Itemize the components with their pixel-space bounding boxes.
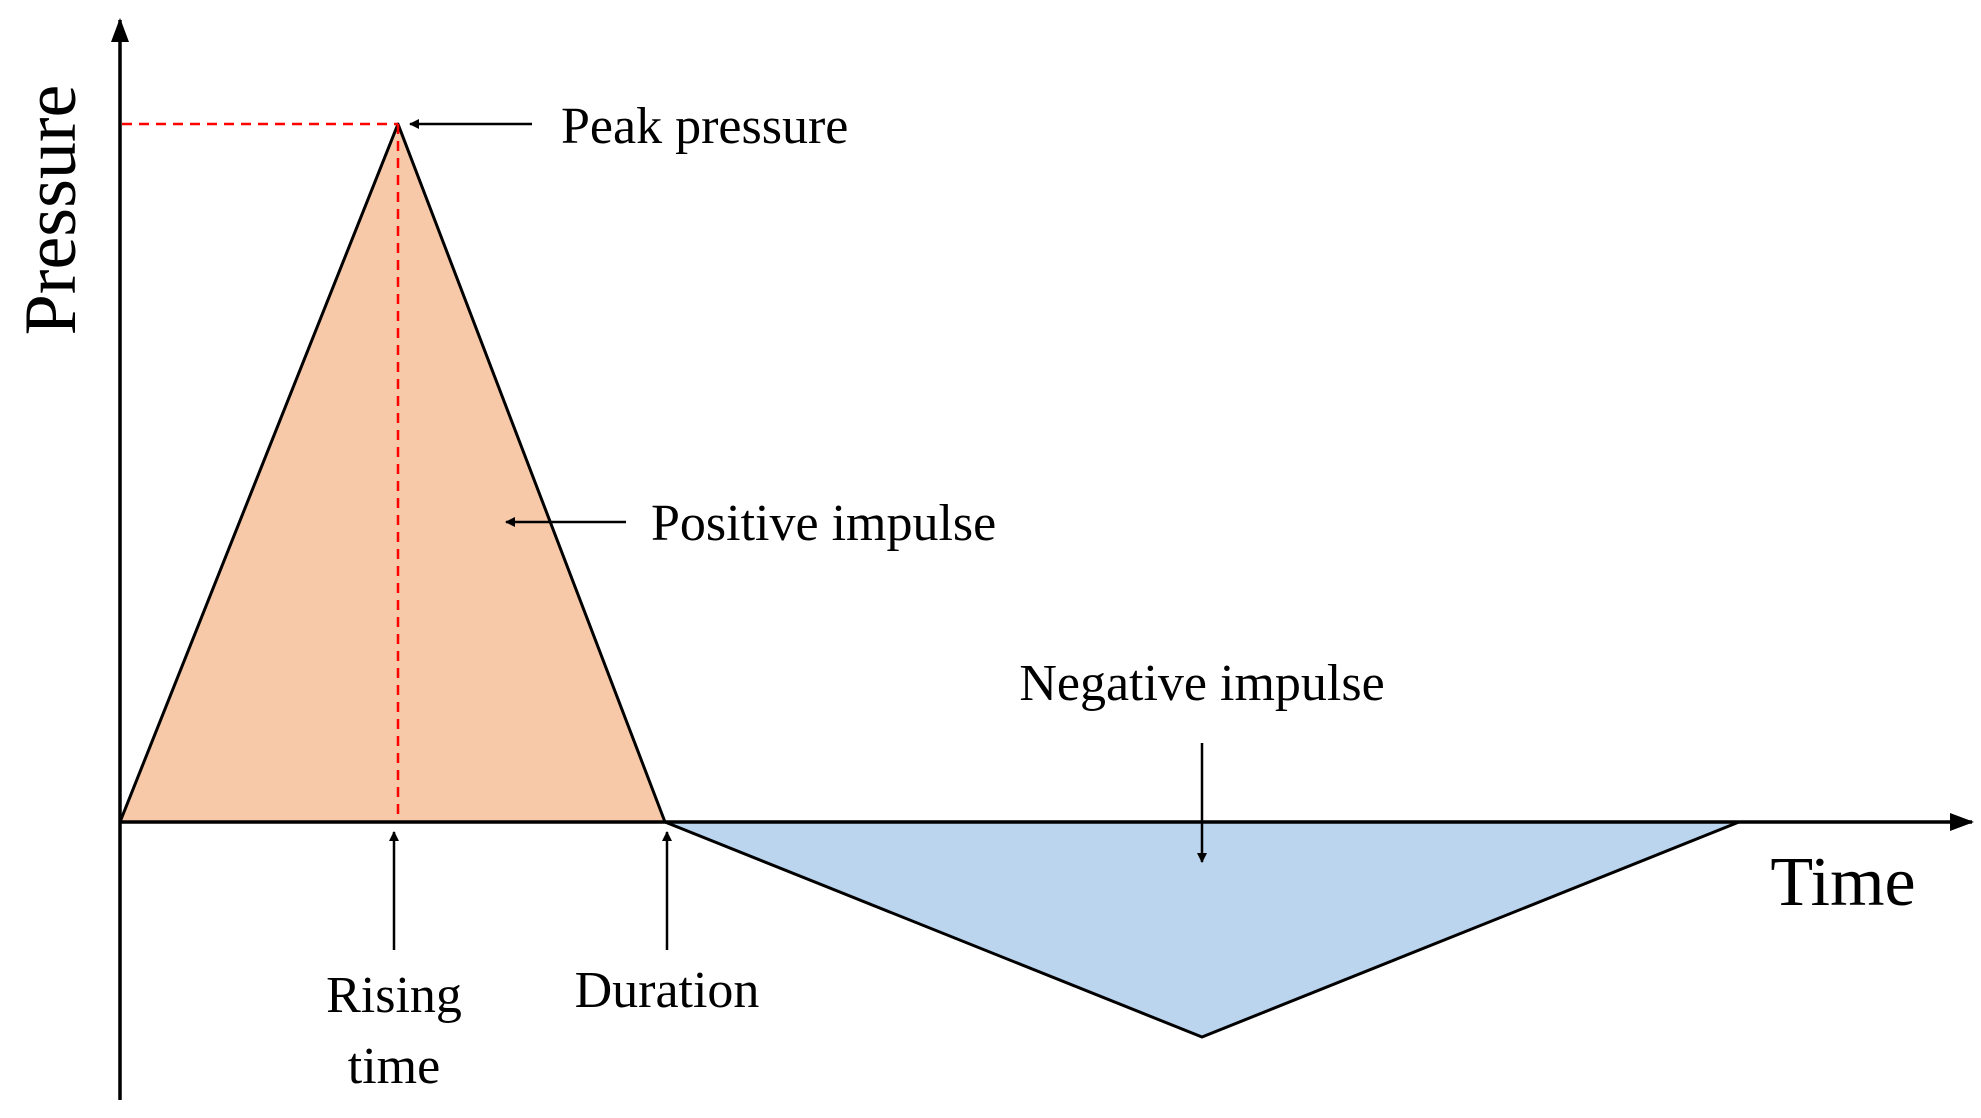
negative-impulse-label: Negative impulse [1019, 655, 1384, 712]
x-axis-label: Time [1770, 844, 1915, 921]
positive-impulse-area [118, 122, 667, 824]
peak-pressure-label: Peak pressure [561, 98, 848, 155]
positive-impulse-label: Positive impulse [651, 495, 996, 552]
duration-label: Duration [575, 962, 760, 1019]
rising-time-label-line1: Rising [326, 967, 462, 1024]
rising-time-label-line2: time [348, 1038, 440, 1095]
y-axis-label: Pressure [10, 85, 92, 336]
